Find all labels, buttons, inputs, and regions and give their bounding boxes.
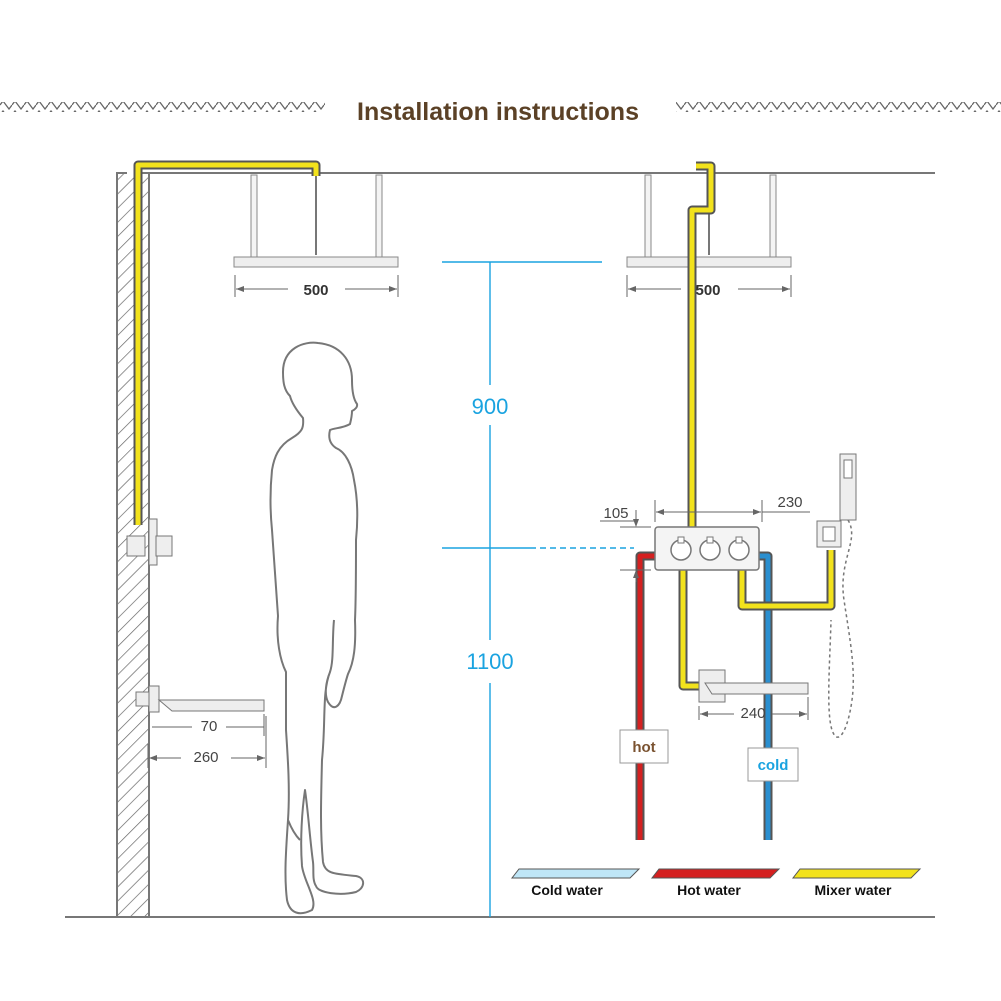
legend-hot-water-label: Hot water [677, 882, 741, 898]
legend-item-hot-water: Hot water [650, 868, 781, 898]
left-shower-width-dimension: 500 [234, 275, 399, 299]
height-upper-label: 900 [472, 394, 509, 419]
legend-cold-water-label: Cold water [531, 882, 603, 898]
right-mixer-pipes [678, 161, 836, 691]
wall-spout-depth-dimension: 70 [152, 714, 265, 736]
handheld-shower [816, 453, 857, 738]
legend-mixer-water-label: Mixer water [814, 882, 892, 898]
cold-tag: cold [747, 747, 799, 782]
wall-spout-length-dimension: 260 [147, 716, 267, 768]
wall-spout-depth-label: 70 [201, 718, 218, 735]
left-shower-width-label: 500 [303, 282, 328, 299]
panel-height-label: 105 [603, 505, 628, 522]
left-wall-spout [135, 685, 265, 713]
legend-item-mixer-water: Mixer water [791, 868, 922, 898]
left-overhead-shower [233, 174, 399, 268]
hot-tag: hot [619, 729, 669, 764]
human-figure [269, 341, 365, 915]
header-zigzag-right [676, 102, 1001, 112]
cold-label: cold [758, 757, 789, 774]
page-title: Installation instructions [357, 98, 639, 126]
spout-length-dimension: 240 [698, 697, 809, 722]
cold-water-swatch [510, 868, 641, 879]
height-dimensions: 900 1100 [442, 261, 634, 917]
right-shower-width-dimension: 500 [626, 275, 792, 299]
left-wall-valve [126, 518, 173, 566]
hot-water-swatch [650, 868, 781, 879]
wall-spout-length-label: 260 [193, 749, 218, 766]
tub-spout [698, 669, 809, 703]
legend-item-cold-water: Cold water [510, 868, 641, 898]
right-shower-width-label: 500 [695, 282, 720, 299]
panel-height-dimension: 105 [600, 505, 651, 582]
valve-panel [654, 526, 760, 571]
mixer-water-swatch [791, 868, 922, 879]
height-lower-label: 1100 [466, 649, 513, 674]
panel-offset-label: 230 [777, 494, 802, 511]
panel-offset-dimension: 230 [654, 494, 810, 522]
room-structure [65, 160, 935, 918]
spout-length-label: 240 [740, 705, 765, 722]
header-zigzag-left [0, 102, 325, 112]
hot-label: hot [632, 739, 655, 756]
legend: Cold water Hot water Mixer water [510, 868, 922, 898]
